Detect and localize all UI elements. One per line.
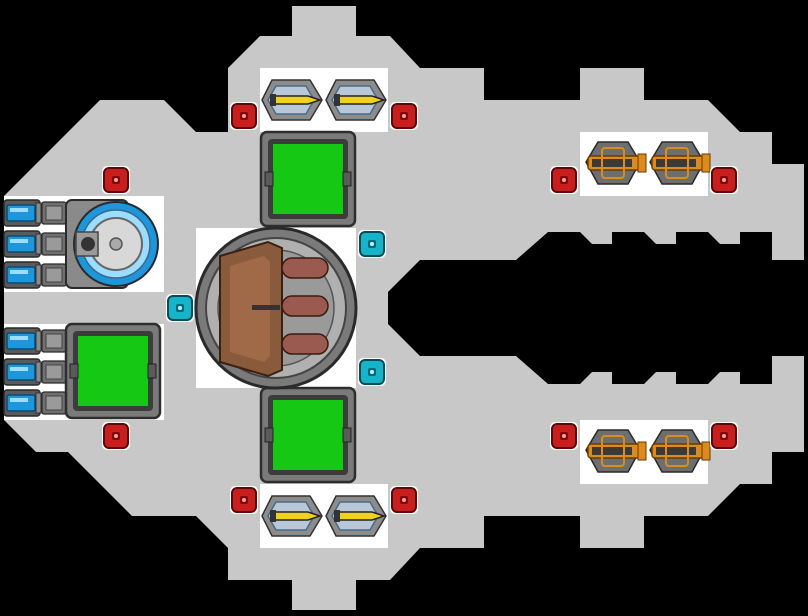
door-red[interactable]: [549, 421, 579, 451]
door-cyan[interactable]: [165, 293, 195, 323]
missile-icon: [325, 79, 387, 121]
door-red[interactable]: [101, 421, 131, 451]
engine-icon: [3, 358, 67, 386]
missile-icon: [261, 495, 323, 537]
door-red[interactable]: [549, 165, 579, 195]
engine-icon: [3, 230, 67, 258]
door-red[interactable]: [229, 101, 259, 131]
engine-icon: [3, 261, 67, 289]
engine-bank-lower[interactable]: [3, 327, 67, 417]
console-top[interactable]: [259, 130, 357, 228]
engine-icon: [3, 327, 67, 355]
door-red[interactable]: [709, 421, 739, 451]
reactor-core[interactable]: [194, 226, 358, 390]
missile-icon: [325, 495, 387, 537]
console-bottom[interactable]: [259, 386, 357, 484]
missile-icon: [261, 79, 323, 121]
door-red[interactable]: [389, 101, 419, 131]
shield-dome[interactable]: [65, 199, 159, 289]
console-left[interactable]: [64, 322, 162, 420]
door-red[interactable]: [709, 165, 739, 195]
engine-bank-upper[interactable]: [3, 199, 67, 289]
door-cyan[interactable]: [357, 229, 387, 259]
engine-icon: [3, 199, 67, 227]
door-red[interactable]: [101, 165, 131, 195]
engine-icon: [3, 389, 67, 417]
door-red[interactable]: [229, 485, 259, 515]
door-red[interactable]: [389, 485, 419, 515]
door-cyan[interactable]: [357, 357, 387, 387]
